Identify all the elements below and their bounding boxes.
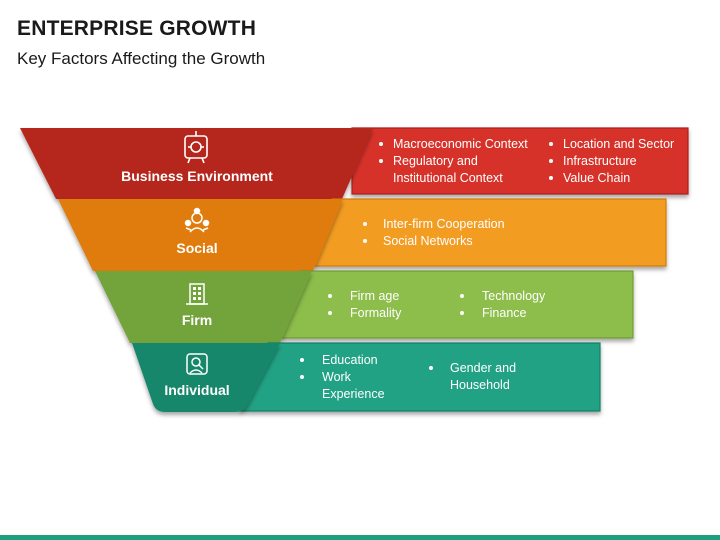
business-environment-funnel-segment	[20, 128, 373, 199]
firm-box	[279, 270, 634, 339]
individual-col2-line-1: Gender and	[450, 361, 516, 375]
bullet	[429, 366, 433, 370]
firm-label: Firm	[182, 312, 212, 328]
bullet	[549, 142, 553, 146]
bullet	[549, 176, 553, 180]
individual-col1-line-1: Education	[322, 353, 378, 367]
individual-col1: Education Work Experience	[300, 353, 385, 401]
bullet	[328, 311, 332, 315]
firm-col2-line-2: Finance	[482, 306, 527, 320]
bullet	[328, 294, 332, 298]
business-col1: Macroeconomic Context Regulatory and Ins…	[379, 137, 528, 185]
business-col1-line-2: Regulatory and	[393, 154, 478, 168]
page-subtitle: Key Factors Affecting the Growth	[17, 49, 266, 68]
person-search-icon	[186, 353, 208, 375]
business-col1-line-1: Macroeconomic Context	[393, 137, 528, 151]
individual-col1-line-3: Experience	[322, 387, 385, 401]
individual-col2-line-2: Household	[450, 378, 510, 392]
page-title: ENTERPRISE GROWTH	[17, 17, 257, 40]
bullet	[300, 358, 304, 362]
individual-label: Individual	[164, 382, 229, 398]
social-box	[313, 198, 667, 267]
footer-accent-bar	[0, 535, 720, 540]
business-col2-line-3: Value Chain	[563, 171, 630, 185]
bullet	[460, 294, 464, 298]
bullet	[549, 159, 553, 163]
firm-col2: Technology Finance	[460, 289, 546, 320]
firm-col2-line-1: Technology	[482, 289, 546, 303]
firm-funnel-segment	[95, 271, 312, 343]
bullet	[379, 142, 383, 146]
individual-funnel-segment	[132, 343, 280, 412]
bullet	[460, 311, 464, 315]
business-col2: Location and Sector Infrastructure Value…	[549, 137, 674, 185]
business-col2-line-1: Location and Sector	[563, 137, 674, 151]
business-col2-line-2: Infrastructure	[563, 154, 637, 168]
social-col1-line-2: Social Networks	[383, 234, 473, 248]
bullet	[379, 159, 383, 163]
business-environment-label: Business Environment	[121, 168, 273, 184]
building-icon	[186, 283, 208, 305]
individual-col1-line-2: Work	[322, 370, 352, 384]
social-col1-line-1: Inter-firm Cooperation	[383, 217, 505, 231]
social-funnel-segment	[58, 199, 343, 271]
business-network-icon	[184, 131, 208, 164]
firm-col1: Firm age Formality	[328, 289, 402, 320]
people-network-icon	[184, 207, 210, 233]
business-col1-line-3: Institutional Context	[393, 171, 503, 185]
individual-box	[239, 342, 601, 412]
social-label: Social	[176, 240, 217, 256]
firm-col1-line-1: Firm age	[350, 289, 399, 303]
bullet	[363, 239, 367, 243]
bullet	[300, 375, 304, 379]
bullet	[363, 222, 367, 226]
individual-col2: Gender and Household	[429, 361, 516, 392]
social-col1: Inter-firm Cooperation Social Networks	[363, 217, 505, 248]
firm-col1-line-2: Formality	[350, 306, 402, 320]
